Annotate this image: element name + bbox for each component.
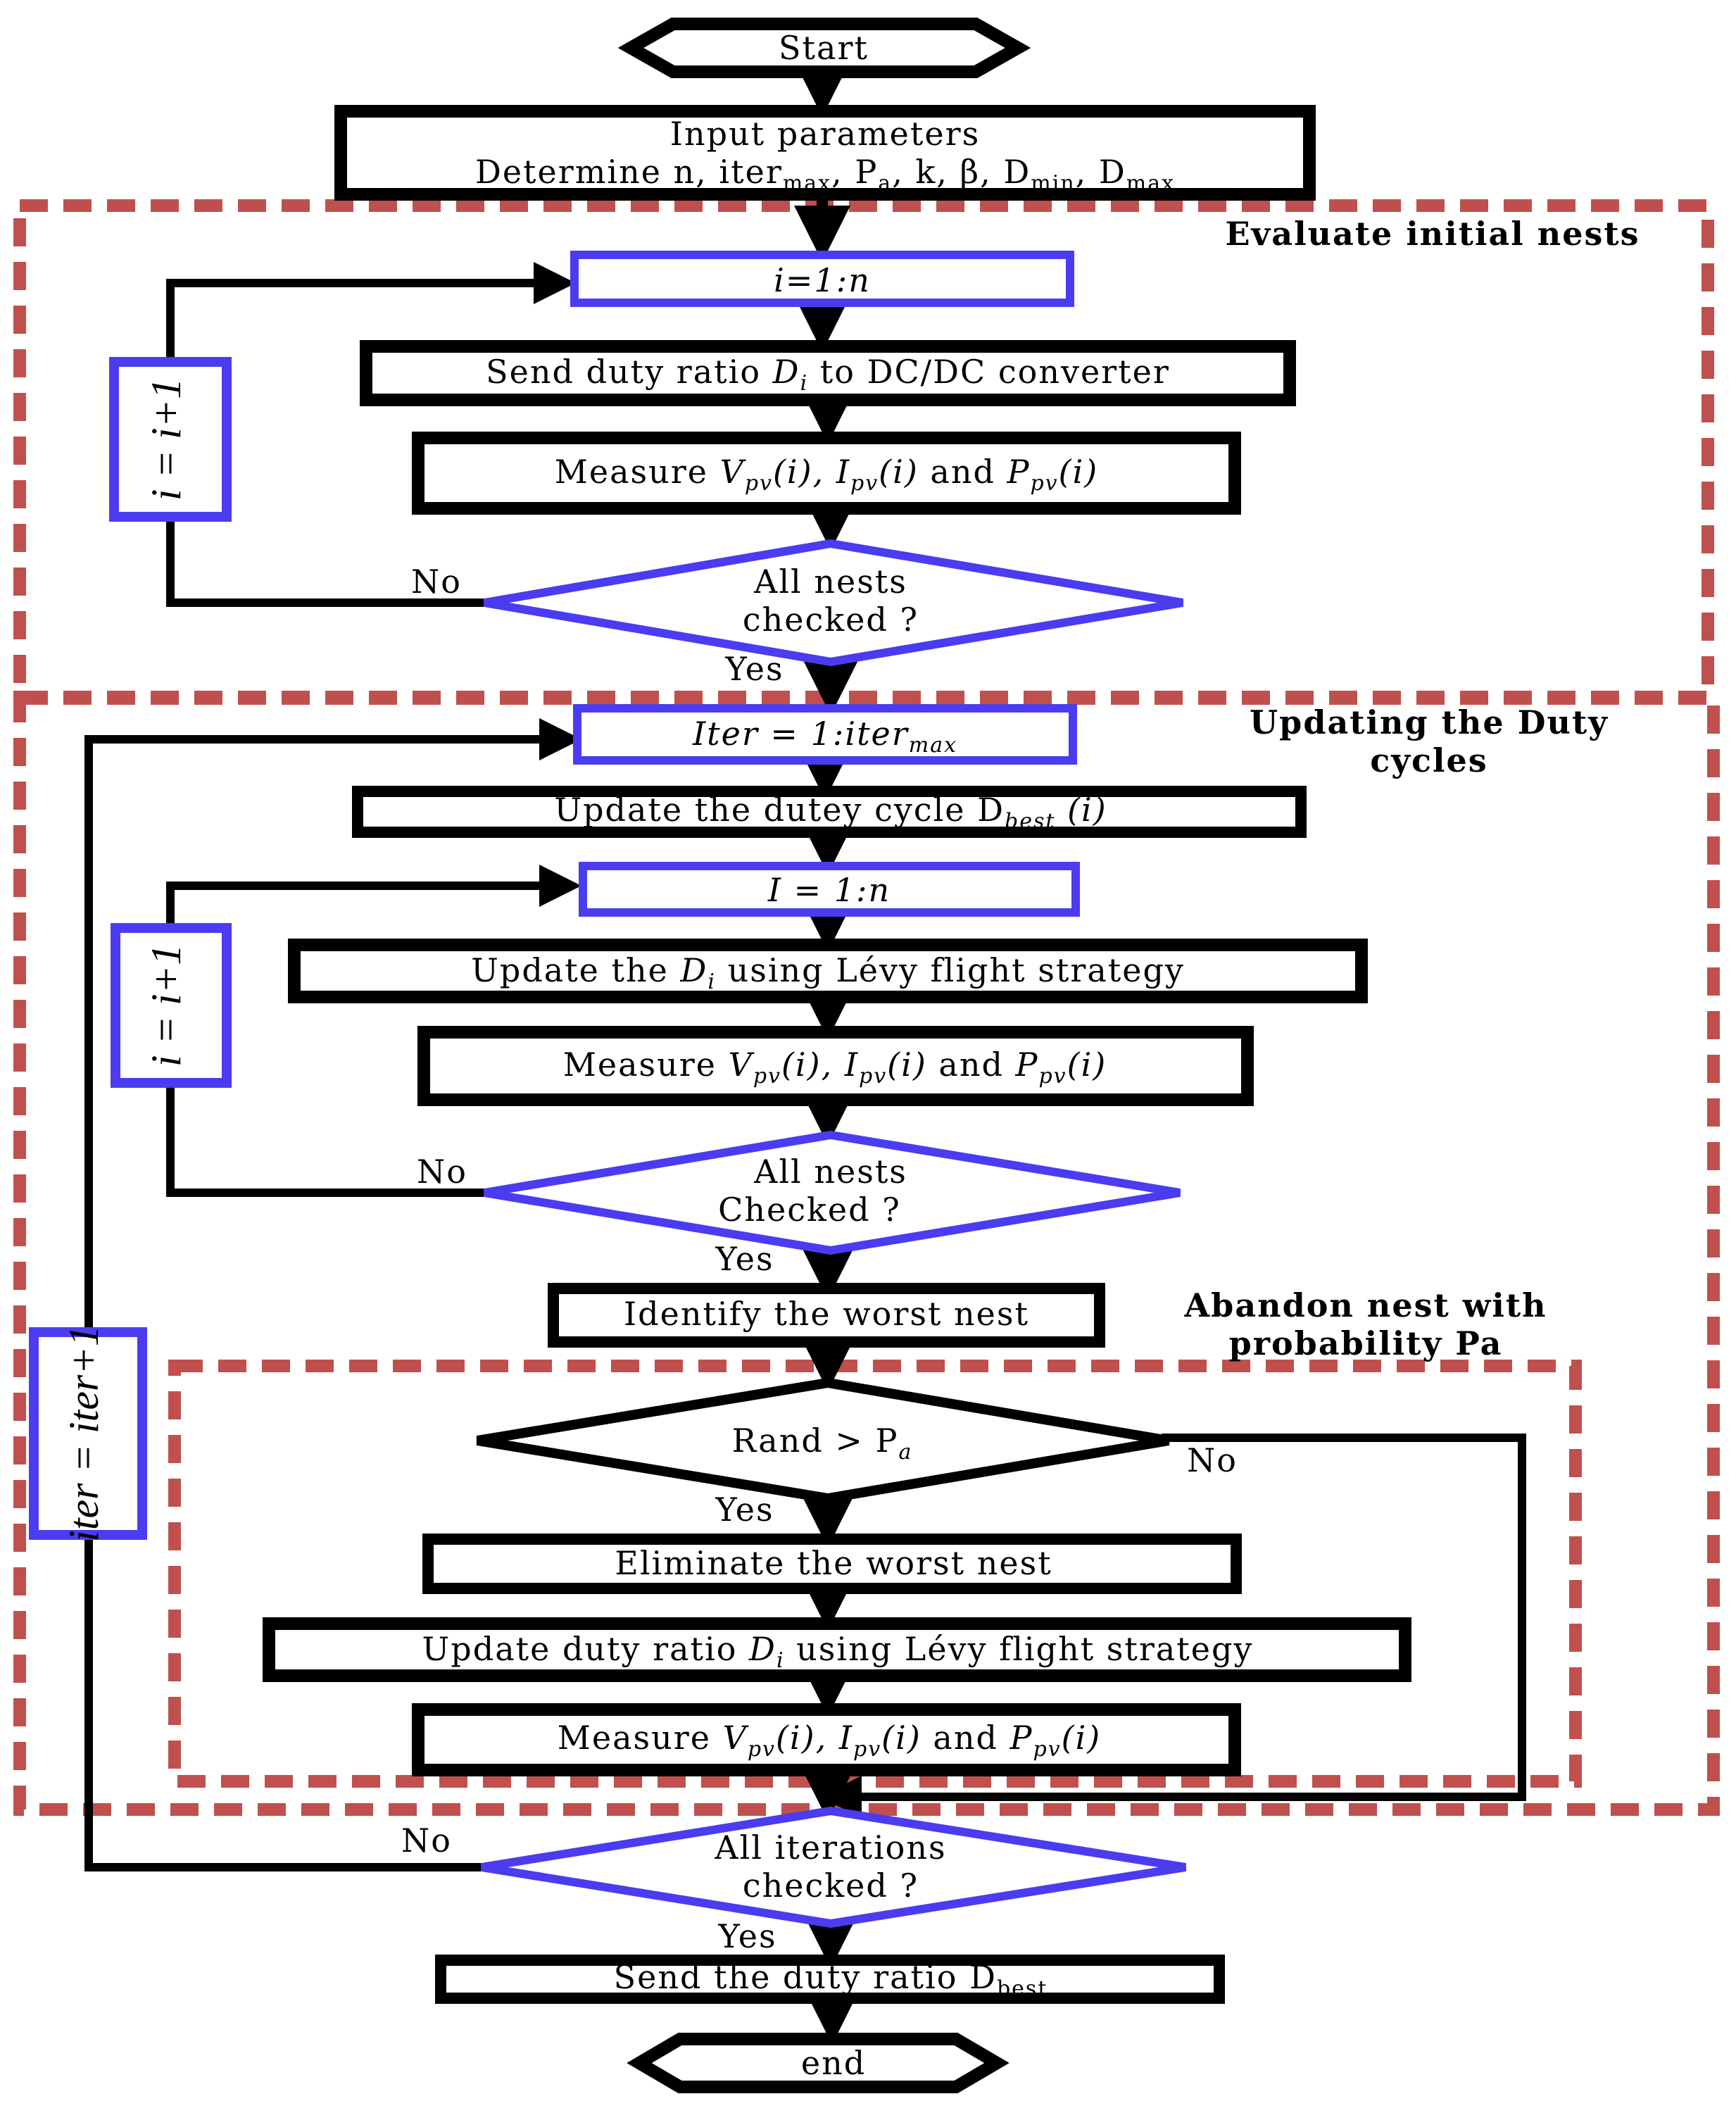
decision-rand bbox=[476, 1377, 1170, 1504]
decision-2-line1: All nests bbox=[753, 1153, 907, 1191]
send-best-box bbox=[435, 1955, 1225, 2004]
identify-worst-box bbox=[548, 1283, 1105, 1348]
loop-i-label: i=1:n bbox=[774, 261, 871, 299]
section2-title-line2: cycles bbox=[1370, 741, 1487, 779]
decision-2-yes: Yes bbox=[715, 1240, 774, 1278]
decision-2-no: No bbox=[417, 1153, 467, 1191]
increment-i-label-2: i = i+1 bbox=[143, 944, 189, 1067]
identify-worst-label: Identify the worst nest bbox=[624, 1295, 1029, 1333]
input-line1: Input parameters bbox=[670, 115, 980, 153]
start-label: Start bbox=[779, 29, 869, 67]
decision-2-line2: Checked ? bbox=[718, 1191, 901, 1229]
decision-final-line2: checked ? bbox=[743, 1867, 919, 1905]
measure-box-1 bbox=[412, 432, 1241, 515]
input-line2: Determine n, itermax, Pa, k, β, Dmin, Dm… bbox=[475, 153, 1175, 196]
section2-title-line1: Updating the Duty bbox=[1250, 703, 1609, 741]
eliminate-label: Eliminate the worst nest bbox=[615, 1544, 1052, 1582]
iter-loop-box bbox=[573, 704, 1077, 765]
levy-update-label: Update the Di using Lévy flight strategy bbox=[471, 951, 1185, 994]
section3-title-line1: Abandon nest with bbox=[1183, 1286, 1547, 1324]
decision-final-line1: All iterations bbox=[714, 1829, 946, 1867]
start-terminator bbox=[617, 18, 1031, 78]
iter-increment-label: iter = iter+1 bbox=[61, 1325, 107, 1542]
send-duty-ratio-box bbox=[360, 340, 1296, 406]
measure-label-1: Measure Vpv(i), Ipv(i) and Ppv(i) bbox=[555, 453, 1098, 496]
levy-update-label-2: Update duty ratio Di using Lévy flight s… bbox=[422, 1630, 1254, 1673]
increment-i-label-1: i = i+1 bbox=[143, 378, 189, 501]
end-label: end bbox=[801, 2044, 866, 2082]
loop-i-box bbox=[570, 251, 1074, 307]
send-duty-ratio-label: Send duty ratio Di to DC/DC converter bbox=[486, 353, 1170, 396]
decision-all-nests-1 bbox=[483, 539, 1183, 667]
update-best-box bbox=[352, 786, 1307, 838]
decision-1-yes: Yes bbox=[724, 650, 784, 688]
increment-i-box-1 bbox=[109, 357, 232, 522]
levy-update-box bbox=[288, 939, 1368, 1003]
decision-rand-label: Rand > Pa bbox=[732, 1422, 913, 1465]
eliminate-box bbox=[422, 1534, 1242, 1594]
inner-loop-box bbox=[579, 862, 1080, 917]
decision-final-no: No bbox=[401, 1821, 452, 1859]
measure-label-3: Measure Vpv(i), Ipv(i) and Ppv(i) bbox=[558, 1719, 1101, 1762]
measure-box-3 bbox=[412, 1703, 1241, 1776]
send-best-label: Send the duty ratio Dbest bbox=[614, 1958, 1048, 2001]
decision-all-nests-2 bbox=[484, 1130, 1181, 1255]
end-terminator bbox=[627, 2033, 1009, 2093]
decision-final-yes: Yes bbox=[717, 1917, 776, 1955]
measure-label-2: Measure Vpv(i), Ipv(i) and Ppv(i) bbox=[563, 1046, 1107, 1089]
iter-loop-label: Iter = 1:itermax bbox=[692, 715, 957, 758]
input-parameters-box bbox=[334, 105, 1316, 201]
main-connectors bbox=[794, 61, 860, 2045]
decision-rand-yes: Yes bbox=[715, 1491, 774, 1529]
measure-box-2 bbox=[417, 1026, 1254, 1106]
decision-1-no: No bbox=[411, 563, 462, 601]
decision-1-line2: checked ? bbox=[743, 601, 919, 639]
increment-i-box-2 bbox=[111, 923, 232, 1088]
decision-all-iterations bbox=[481, 1806, 1186, 1928]
iter-increment-box bbox=[29, 1327, 147, 1540]
decision-1-line1: All nests bbox=[753, 563, 907, 601]
decision-rand-no: No bbox=[1187, 1441, 1238, 1479]
inner-loop-label: I = 1:n bbox=[767, 871, 891, 909]
section3-title-line2: probability Pa bbox=[1229, 1324, 1503, 1362]
update-best-label: Update the dutey cycle Dbest (i) bbox=[554, 791, 1107, 834]
levy-update-box-2 bbox=[263, 1617, 1411, 1682]
region-updating-duty-cycles bbox=[13, 691, 1720, 1816]
region-abandon-nest bbox=[168, 1360, 1582, 1788]
section1-title: Evaluate initial nests bbox=[1225, 215, 1640, 253]
